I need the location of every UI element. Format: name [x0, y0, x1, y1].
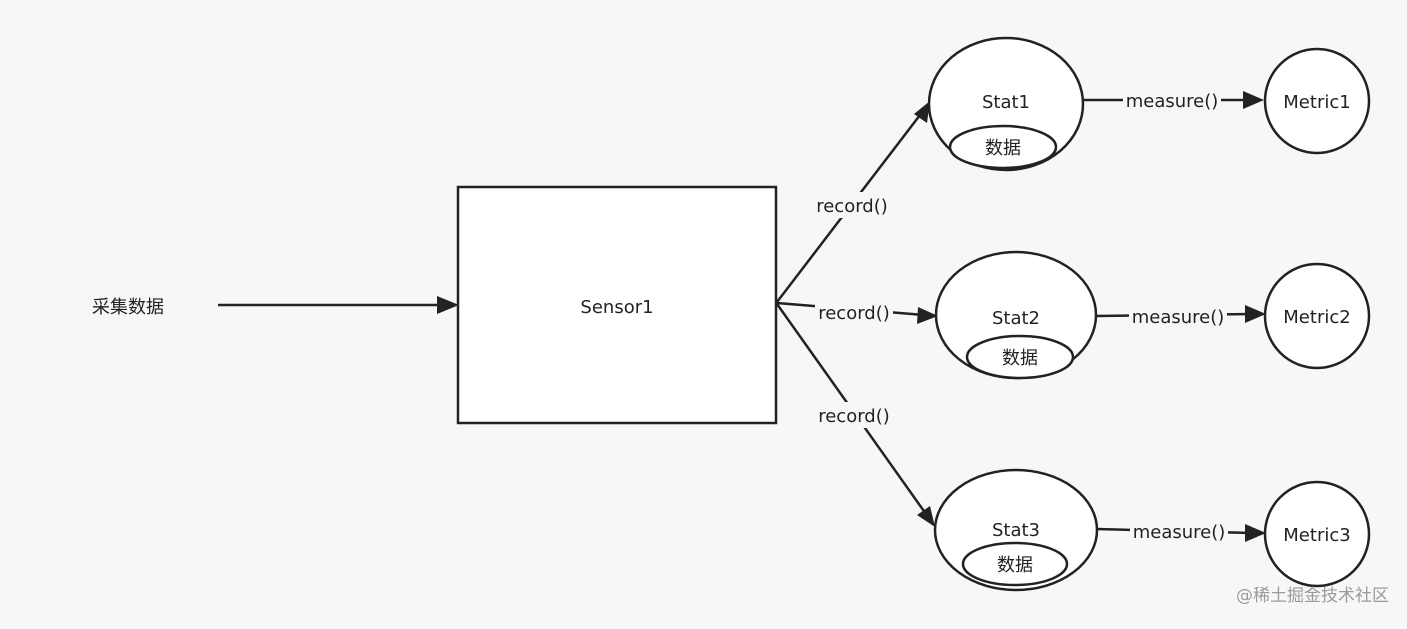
stat-data-label-3: 数据 — [997, 555, 1033, 576]
sensor-label: Sensor1 — [580, 297, 653, 318]
metric-label-1: Metric1 — [1283, 92, 1350, 113]
stat-data-badge-2 — [965, 334, 1075, 380]
stat-data-badge-3 — [961, 541, 1069, 587]
metric-node-2 — [1263, 262, 1371, 370]
record-label-3: record() — [818, 406, 890, 427]
stat-data-label-1: 数据 — [985, 138, 1021, 159]
stat-data-badge-1 — [948, 124, 1058, 170]
metric-label-2: Metric2 — [1283, 307, 1350, 328]
measure-label-3: measure() — [1133, 522, 1226, 543]
measure-label-1: measure() — [1126, 91, 1219, 112]
measure-edge-3-head — [1245, 524, 1266, 542]
watermark-text: @稀土掘金技术社区 — [1236, 586, 1389, 606]
metric-node-3 — [1263, 480, 1371, 588]
stat-label-3: Stat3 — [992, 520, 1040, 541]
record-edge-2-head — [917, 307, 938, 324]
stat-label-2: Stat2 — [992, 308, 1040, 329]
sensor-box — [456, 185, 778, 425]
metric-node-1 — [1263, 47, 1371, 155]
input-arrow-head — [437, 296, 459, 314]
input-label: 采集数据 — [92, 297, 164, 318]
metric-label-3: Metric3 — [1283, 525, 1350, 546]
record-edge-3-head — [917, 506, 935, 527]
measure-edge-2-head — [1245, 305, 1266, 323]
record-label-2: record() — [818, 303, 890, 324]
measure-edge-1-head — [1243, 91, 1264, 109]
stat-label-1: Stat1 — [982, 92, 1030, 113]
stat-data-label-2: 数据 — [1002, 348, 1038, 369]
measure-label-2: measure() — [1132, 307, 1225, 328]
record-label-1: record() — [816, 196, 888, 217]
record-edge-1-head — [914, 101, 930, 123]
